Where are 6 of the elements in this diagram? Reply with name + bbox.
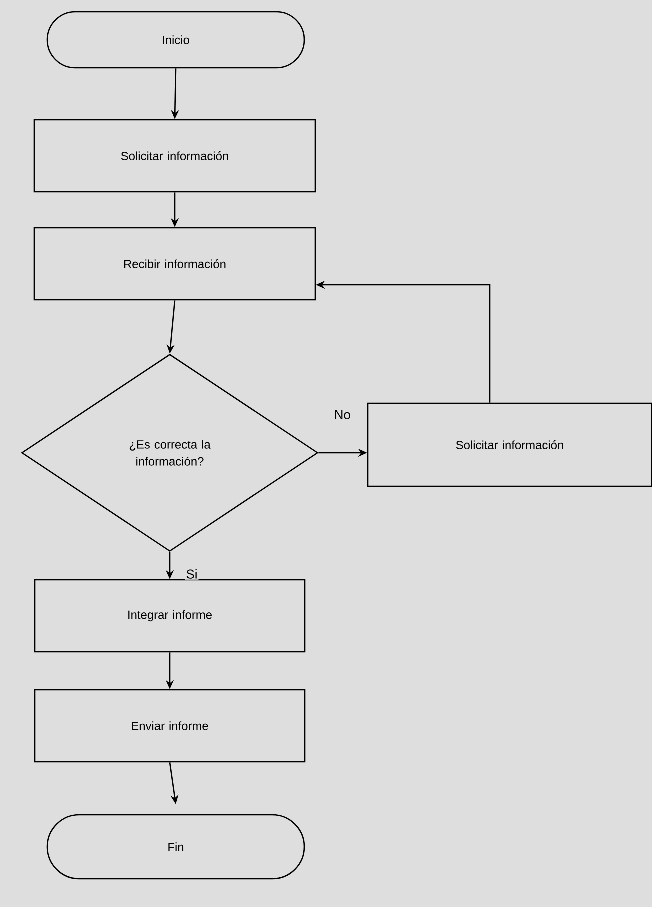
edge-label: Si xyxy=(185,568,199,580)
process-box: Integrar informe xyxy=(34,579,306,653)
process-box: Recibir información xyxy=(34,227,316,301)
process-box: Solicitar información xyxy=(34,119,316,193)
process-box: Enviar informe xyxy=(34,689,306,763)
process-box: Solicitar información xyxy=(367,402,652,488)
